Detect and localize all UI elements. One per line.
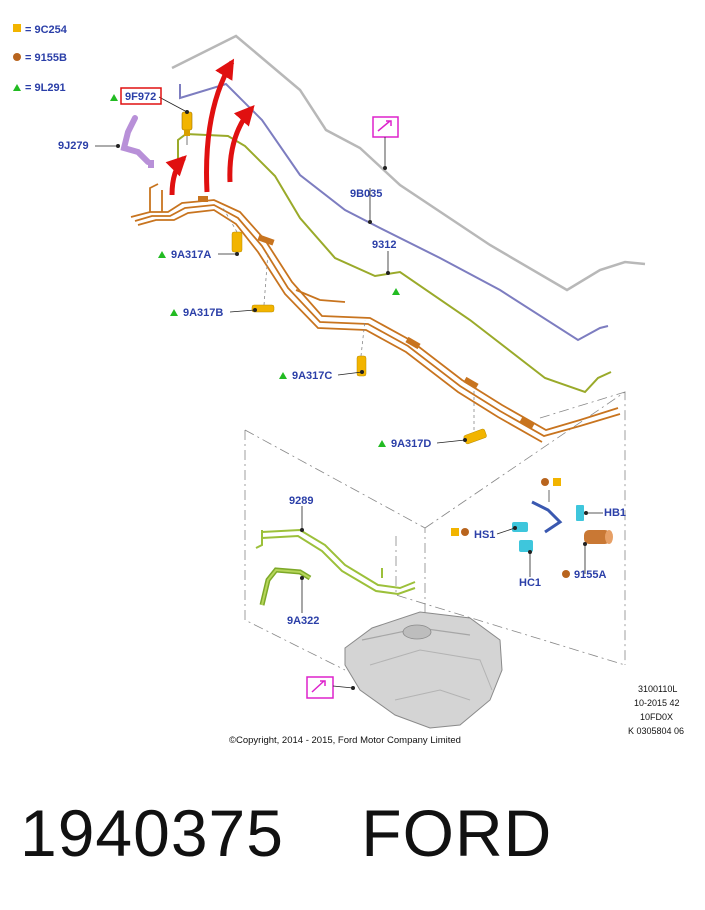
note-icon-top	[372, 116, 399, 138]
clip-9a317a	[231, 231, 243, 253]
flow-arrows	[165, 58, 255, 196]
drawing-ref-line-4: K 0305804 06	[628, 726, 684, 736]
legend-label-2: = 9155B	[25, 52, 67, 64]
copyright-text: ©Copyright, 2014 - 2015, Ford Motor Comp…	[229, 735, 461, 746]
legend-label-1: = 9C254	[25, 24, 68, 36]
label-9289: 9289	[289, 495, 313, 507]
fitting-hb1	[576, 505, 584, 521]
triangle-icon-9a317b	[170, 309, 178, 316]
legend-square-icon	[13, 24, 21, 32]
label-hb1: HB1	[604, 507, 626, 519]
triangle-icon-9f972	[110, 94, 118, 101]
label-9a317c: 9A317C	[292, 370, 332, 382]
clips-9a317	[231, 231, 487, 445]
label-hc1: HC1	[519, 577, 541, 589]
note-icon-bottom	[306, 676, 334, 699]
exploded-view-frames	[244, 391, 626, 700]
flow-arrow-1	[165, 155, 187, 196]
triangle-icon-9312	[392, 288, 400, 295]
tube-9a322	[259, 567, 312, 606]
part-number: 1940375	[20, 796, 284, 870]
triangle-icon-9a317a	[158, 251, 166, 258]
callout-dots	[116, 110, 588, 690]
orange-pipe-bundle	[130, 183, 621, 443]
legend-circle-icon	[13, 53, 21, 61]
label-hs1: HS1	[474, 529, 495, 541]
label-9a317d: 9A317D	[391, 438, 431, 450]
fuel-lines-diagram: = 9C254 = 9155B = 9L291	[13, 24, 684, 746]
highlight-box-9f972	[120, 87, 162, 105]
legend-triangle-icon	[13, 84, 21, 91]
sensor-9f972	[181, 111, 193, 145]
tube-9289	[255, 528, 416, 596]
line-grey	[171, 34, 646, 292]
label-9j279: 9J279	[58, 140, 89, 152]
fuel-tank	[344, 611, 503, 729]
label-9155a: 9155A	[574, 569, 606, 581]
clip-9a317b	[251, 304, 275, 313]
legend-label-3: = 9L291	[25, 82, 66, 94]
label-9b035: 9B035	[350, 188, 382, 200]
line-olive	[177, 132, 612, 394]
label-9f972: 9F972	[125, 91, 156, 103]
flow-arrow-2	[204, 58, 235, 193]
hose-9j279	[120, 115, 151, 165]
legend: = 9C254 = 9155B = 9L291	[13, 24, 68, 94]
clip-9a317c	[356, 355, 367, 377]
triangle-icon-9a317c	[279, 372, 287, 379]
drawing-reference: 3100110L 10-2015 42 10FD0X K 0305804 06	[628, 684, 684, 736]
drawing-ref-line-1: 3100110L	[638, 684, 677, 694]
hose-9j279-end	[148, 160, 154, 168]
part-footer: 1940375 FORD	[20, 795, 700, 885]
drawing-ref-line-2: 10-2015 42	[634, 698, 680, 708]
triangle-icon-9a317d	[378, 440, 386, 447]
clip-dash-links	[221, 205, 475, 430]
fitting-hc1	[519, 540, 533, 552]
tube-9a322-highlight	[261, 568, 311, 606]
label-9312: 9312	[372, 239, 396, 251]
label-9a322: 9A322	[287, 615, 319, 627]
fittings-group	[451, 478, 613, 578]
label-9a317b: 9A317B	[183, 307, 223, 319]
brand-name: FORD	[361, 796, 553, 870]
triangle-markers	[110, 94, 400, 447]
label-9a317a: 9A317A	[171, 249, 211, 261]
drawing-ref-line-3: 10FD0X	[640, 712, 673, 722]
fitting-9155a	[584, 530, 613, 544]
flow-arrow-3	[227, 105, 255, 183]
pipe-clips	[198, 196, 535, 430]
clip-9a317d	[463, 428, 487, 445]
callout-leaders	[95, 96, 603, 689]
